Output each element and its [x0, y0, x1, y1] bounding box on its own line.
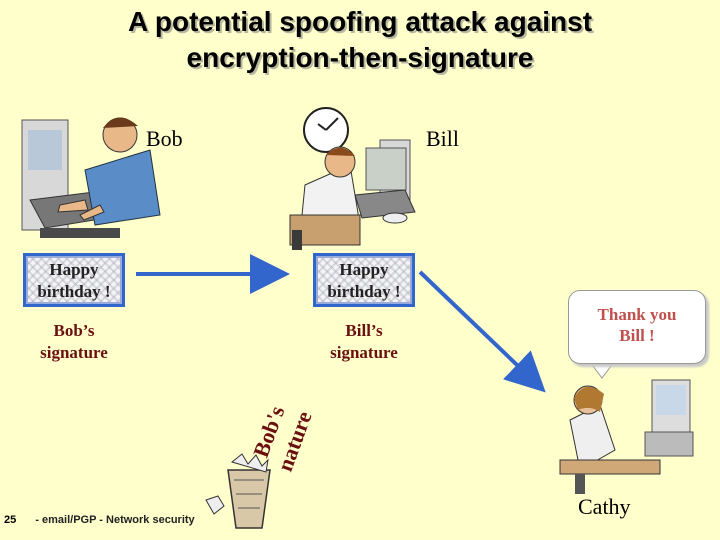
bill-message-line-1: Happy — [339, 260, 389, 279]
bob-label: Bob — [146, 126, 183, 151]
bob-signature-line-1: Bob’s — [53, 321, 95, 340]
bob-signature-line-2: signature — [40, 343, 108, 362]
bob-message-line-1: Happy — [49, 260, 99, 279]
bill-signature-line-1: Bill’s — [345, 321, 383, 340]
page-number: 25 — [4, 514, 17, 526]
speech-bubble: Thank you Bill ! — [568, 290, 706, 364]
cathy-label: Cathy — [578, 494, 631, 519]
speech-bubble-line-1: Thank you — [597, 305, 677, 324]
bob-signature: Bob’s signature — [23, 320, 125, 364]
title-line-1: A potential spoofing attack against — [127, 6, 593, 37]
wastebasket-icon — [205, 453, 271, 529]
title-line-2: encryption-then-signature — [186, 42, 534, 73]
bill-signature: Bill’s signature — [313, 320, 415, 364]
footer-text: - email/PGP - Network security — [35, 514, 195, 526]
bob-at-computer-icon — [21, 117, 161, 238]
clock-icon — [303, 107, 349, 153]
bill-label: Bill — [426, 126, 460, 151]
cathy-at-computer-icon — [559, 379, 694, 494]
speech-bubble-line-2: Bill ! — [619, 326, 655, 345]
bill-signature-line-2: signature — [330, 343, 398, 362]
page-title: A potential spoofing attack against encr… — [0, 4, 720, 76]
bill-message-line-2: birthday ! — [327, 282, 401, 301]
bob-message-line-2: birthday ! — [37, 282, 111, 301]
bill-at-computer-icon — [289, 139, 416, 250]
bill-message-box: Happy birthday ! — [313, 253, 415, 307]
footer: 25 - email/PGP - Network security — [4, 514, 195, 526]
bob-message-box: Happy birthday ! — [23, 253, 125, 307]
